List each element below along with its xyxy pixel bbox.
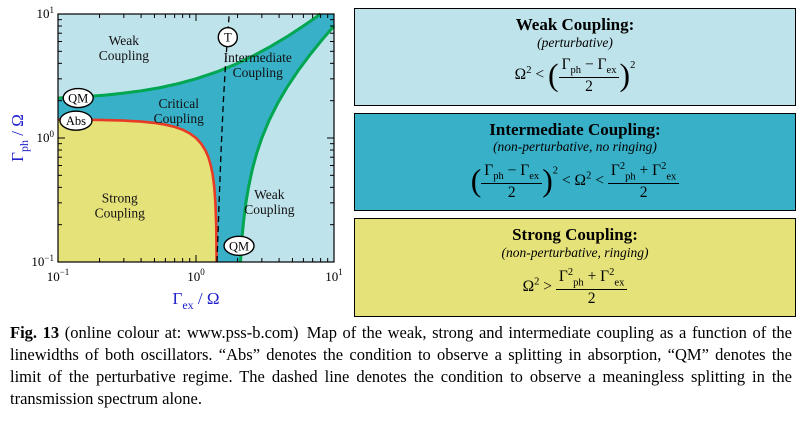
legend-title-strong: Strong Coupling: bbox=[512, 225, 638, 245]
svg-text:100: 100 bbox=[37, 129, 55, 145]
legend-subtitle-intermediate: (non-perturbative, no ringing) bbox=[493, 139, 657, 155]
svg-text:100: 100 bbox=[187, 267, 205, 284]
svg-text:QM: QM bbox=[229, 239, 249, 253]
legend-subtitle-strong: (non-perturbative, ringing) bbox=[501, 245, 649, 261]
qm-upper-boundary-curve bbox=[57, 12, 322, 100]
svg-text:10−1: 10−1 bbox=[31, 253, 54, 269]
boundary-curves bbox=[57, 12, 336, 263]
legend-title-intermediate: Intermediate Coupling: bbox=[489, 119, 661, 139]
legend-subtitle-weak: (perturbative) bbox=[537, 34, 613, 50]
svg-text:T: T bbox=[224, 31, 232, 45]
svg-text:10−1: 10−1 bbox=[47, 267, 70, 284]
axis-ticks bbox=[57, 13, 335, 263]
qm-lower-boundary-curve bbox=[239, 25, 336, 263]
caption-text: (online colour at: www.pss-b.com) Map of… bbox=[10, 323, 792, 408]
svg-text:QM: QM bbox=[68, 92, 88, 106]
figure-label: Fig. 13 bbox=[10, 323, 60, 342]
legend-box-weak: Weak Coupling: (perturbative) Ω2 < (Γph … bbox=[354, 8, 796, 106]
x-axis-label: Γex / Ω bbox=[172, 289, 219, 312]
transmission-dashed-line bbox=[216, 13, 230, 263]
y-axis-label: Γph / Ω bbox=[8, 114, 31, 162]
svg-text:101: 101 bbox=[37, 5, 55, 21]
abs-boundary-curve bbox=[57, 118, 218, 263]
legend-title-weak: Weak Coupling: bbox=[515, 15, 635, 34]
svg-text:Abs: Abs bbox=[66, 114, 86, 128]
legend-panel: Weak Coupling: (perturbative) Ω2 < (Γph … bbox=[354, 8, 796, 318]
legend-box-strong: Strong Coupling: (non-perturbative, ring… bbox=[354, 218, 796, 318]
legend-box-intermediate: Intermediate Coupling: (non-perturbative… bbox=[354, 112, 796, 212]
svg-text:101: 101 bbox=[325, 267, 342, 284]
figure-caption: Fig. 13 (online colour at: www.pss-b.com… bbox=[10, 322, 792, 410]
